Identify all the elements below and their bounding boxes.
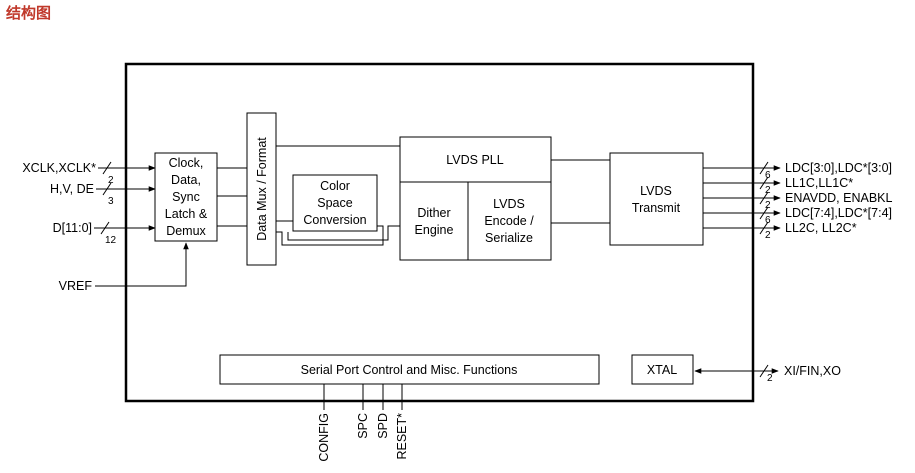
input-data-label: D[11:0] bbox=[53, 221, 92, 235]
pin-spd: SPD bbox=[376, 413, 390, 439]
serial-port-label: Serial Port Control and Misc. Functions bbox=[301, 363, 518, 377]
dither-line-2: Engine bbox=[415, 223, 454, 237]
output-ll2c-label: LL2C, LL2C* bbox=[785, 221, 857, 235]
input-signals: XCLK,XCLK* 2 H,V, DE 3 D[11:0] 12 VREF bbox=[22, 161, 189, 293]
lvds-transmit-block: LVDS Transmit bbox=[609, 152, 704, 246]
lvds-pll-block: LVDS PLL bbox=[399, 136, 552, 183]
output-ena-label: ENAVDD, ENABKL bbox=[785, 191, 892, 205]
internal-wires bbox=[217, 145, 610, 246]
csc-line-3: Conversion bbox=[303, 213, 366, 227]
output-ena-bus: 2 bbox=[765, 200, 771, 211]
encode-line-3: Serialize bbox=[485, 231, 533, 245]
clock-latch-line-4: Latch & bbox=[165, 207, 208, 221]
pin-reset: RESET* bbox=[395, 413, 409, 460]
encode-line-2: Encode / bbox=[484, 214, 534, 228]
input-hvde-bus: 3 bbox=[108, 196, 114, 207]
lvds-encode-block: LVDS Encode / Serialize bbox=[467, 181, 552, 261]
transmit-line-2: Transmit bbox=[632, 201, 681, 215]
transmit-line-1: LVDS bbox=[640, 184, 672, 198]
clock-latch-line-5: Demux bbox=[166, 224, 206, 238]
color-space-block: Color Space Conversion bbox=[292, 174, 378, 232]
input-xclk-bus: 2 bbox=[108, 175, 114, 186]
data-mux-label: Data Mux / Format bbox=[255, 137, 269, 241]
bottom-pins: CONFIG SPC SPD RESET* bbox=[317, 384, 409, 462]
clock-latch-line-1: Clock, bbox=[169, 156, 204, 170]
dither-line-1: Dither bbox=[417, 206, 450, 220]
xtal-io-label: XI/FIN,XO bbox=[784, 364, 841, 378]
xtal-label: XTAL bbox=[647, 363, 677, 377]
pin-spc: SPC bbox=[356, 413, 370, 439]
csc-line-1: Color bbox=[320, 179, 350, 193]
xtal-signal: 2 XI/FIN,XO bbox=[694, 364, 841, 384]
xtal-bus: 2 bbox=[767, 373, 773, 384]
output-signals: 6 LDC[3:0],LDC*[3:0] 2 LL1C,LL1C* 2 ENAV… bbox=[703, 161, 892, 241]
data-mux-block: Data Mux / Format bbox=[246, 112, 277, 266]
output-ll2c-bus: 2 bbox=[765, 230, 771, 241]
output-ldc-high-bus: 6 bbox=[765, 215, 771, 226]
output-ldc-high-label: LDC[7:4],LDC*[7:4] bbox=[785, 206, 892, 220]
lvds-pll-label: LVDS PLL bbox=[446, 153, 503, 167]
clock-latch-block: Clock, Data, Sync Latch & Demux bbox=[154, 152, 218, 242]
csc-line-2: Space bbox=[317, 196, 352, 210]
dither-engine-block: Dither Engine bbox=[399, 181, 469, 261]
chip-boundary bbox=[124, 62, 755, 403]
clock-latch-line-2: Data, bbox=[171, 173, 201, 187]
serial-port-block: Serial Port Control and Misc. Functions bbox=[219, 354, 600, 385]
input-hvde-label: H,V, DE bbox=[50, 182, 94, 196]
xtal-block: XTAL bbox=[631, 354, 694, 385]
input-xclk-label: XCLK,XCLK* bbox=[22, 161, 96, 175]
page-title: 结构图 bbox=[6, 4, 52, 22]
input-vref-label: VREF bbox=[59, 279, 93, 293]
output-ll1c-bus: 2 bbox=[765, 185, 771, 196]
input-data-bus: 12 bbox=[105, 235, 117, 246]
pin-config: CONFIG bbox=[317, 413, 331, 462]
encode-line-1: LVDS bbox=[493, 197, 525, 211]
clock-latch-line-3: Sync bbox=[172, 190, 200, 204]
output-ldc-low-label: LDC[3:0],LDC*[3:0] bbox=[785, 161, 892, 175]
output-ll1c-label: LL1C,LL1C* bbox=[785, 176, 853, 190]
output-ldc-low-bus: 6 bbox=[765, 170, 771, 181]
